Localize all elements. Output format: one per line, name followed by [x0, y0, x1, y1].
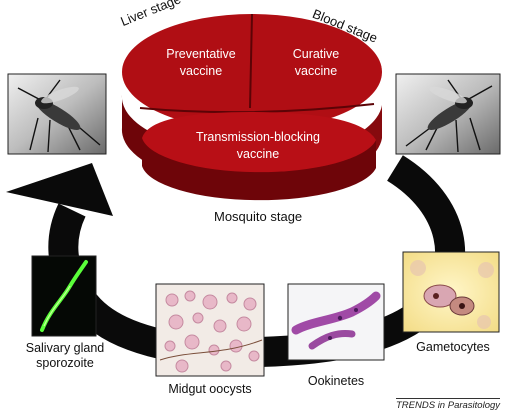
- ookinetes-photo: [287, 283, 385, 361]
- mosquito-photo-right: [395, 73, 501, 155]
- sector-curative-line1: Curative: [293, 47, 340, 61]
- sector-preventative-line2: vaccine: [180, 64, 222, 78]
- sector-transmission-line1: Transmission-blocking: [196, 130, 320, 144]
- gametocytes-photo: [402, 251, 500, 333]
- sector-preventative-line1: Preventative: [166, 47, 236, 61]
- sporozoite-photo: [31, 255, 97, 337]
- arrow-head: [6, 163, 113, 216]
- gametocytes-caption: Gametocytes: [416, 340, 490, 354]
- oocysts-caption: Midgut oocysts: [168, 382, 252, 396]
- mosquito-photo-left: [7, 73, 107, 155]
- source-credit: TRENDS in Parasitology: [396, 398, 501, 411]
- sporozoite-caption-line1: Salivary gland: [25, 341, 105, 355]
- oocysts-photo: [155, 283, 265, 377]
- ookinetes-caption: Ookinetes: [307, 374, 365, 388]
- sector-curative-line2: vaccine: [295, 64, 337, 78]
- vaccine-pie: [121, 13, 382, 201]
- sporozoite-caption-line2: sporozoite: [36, 356, 94, 370]
- sector-transmission-line2: vaccine: [237, 147, 279, 161]
- sporozoite-caption: Salivary gland sporozoite: [18, 341, 112, 371]
- mosquito-stage-label: Mosquito stage: [214, 209, 303, 224]
